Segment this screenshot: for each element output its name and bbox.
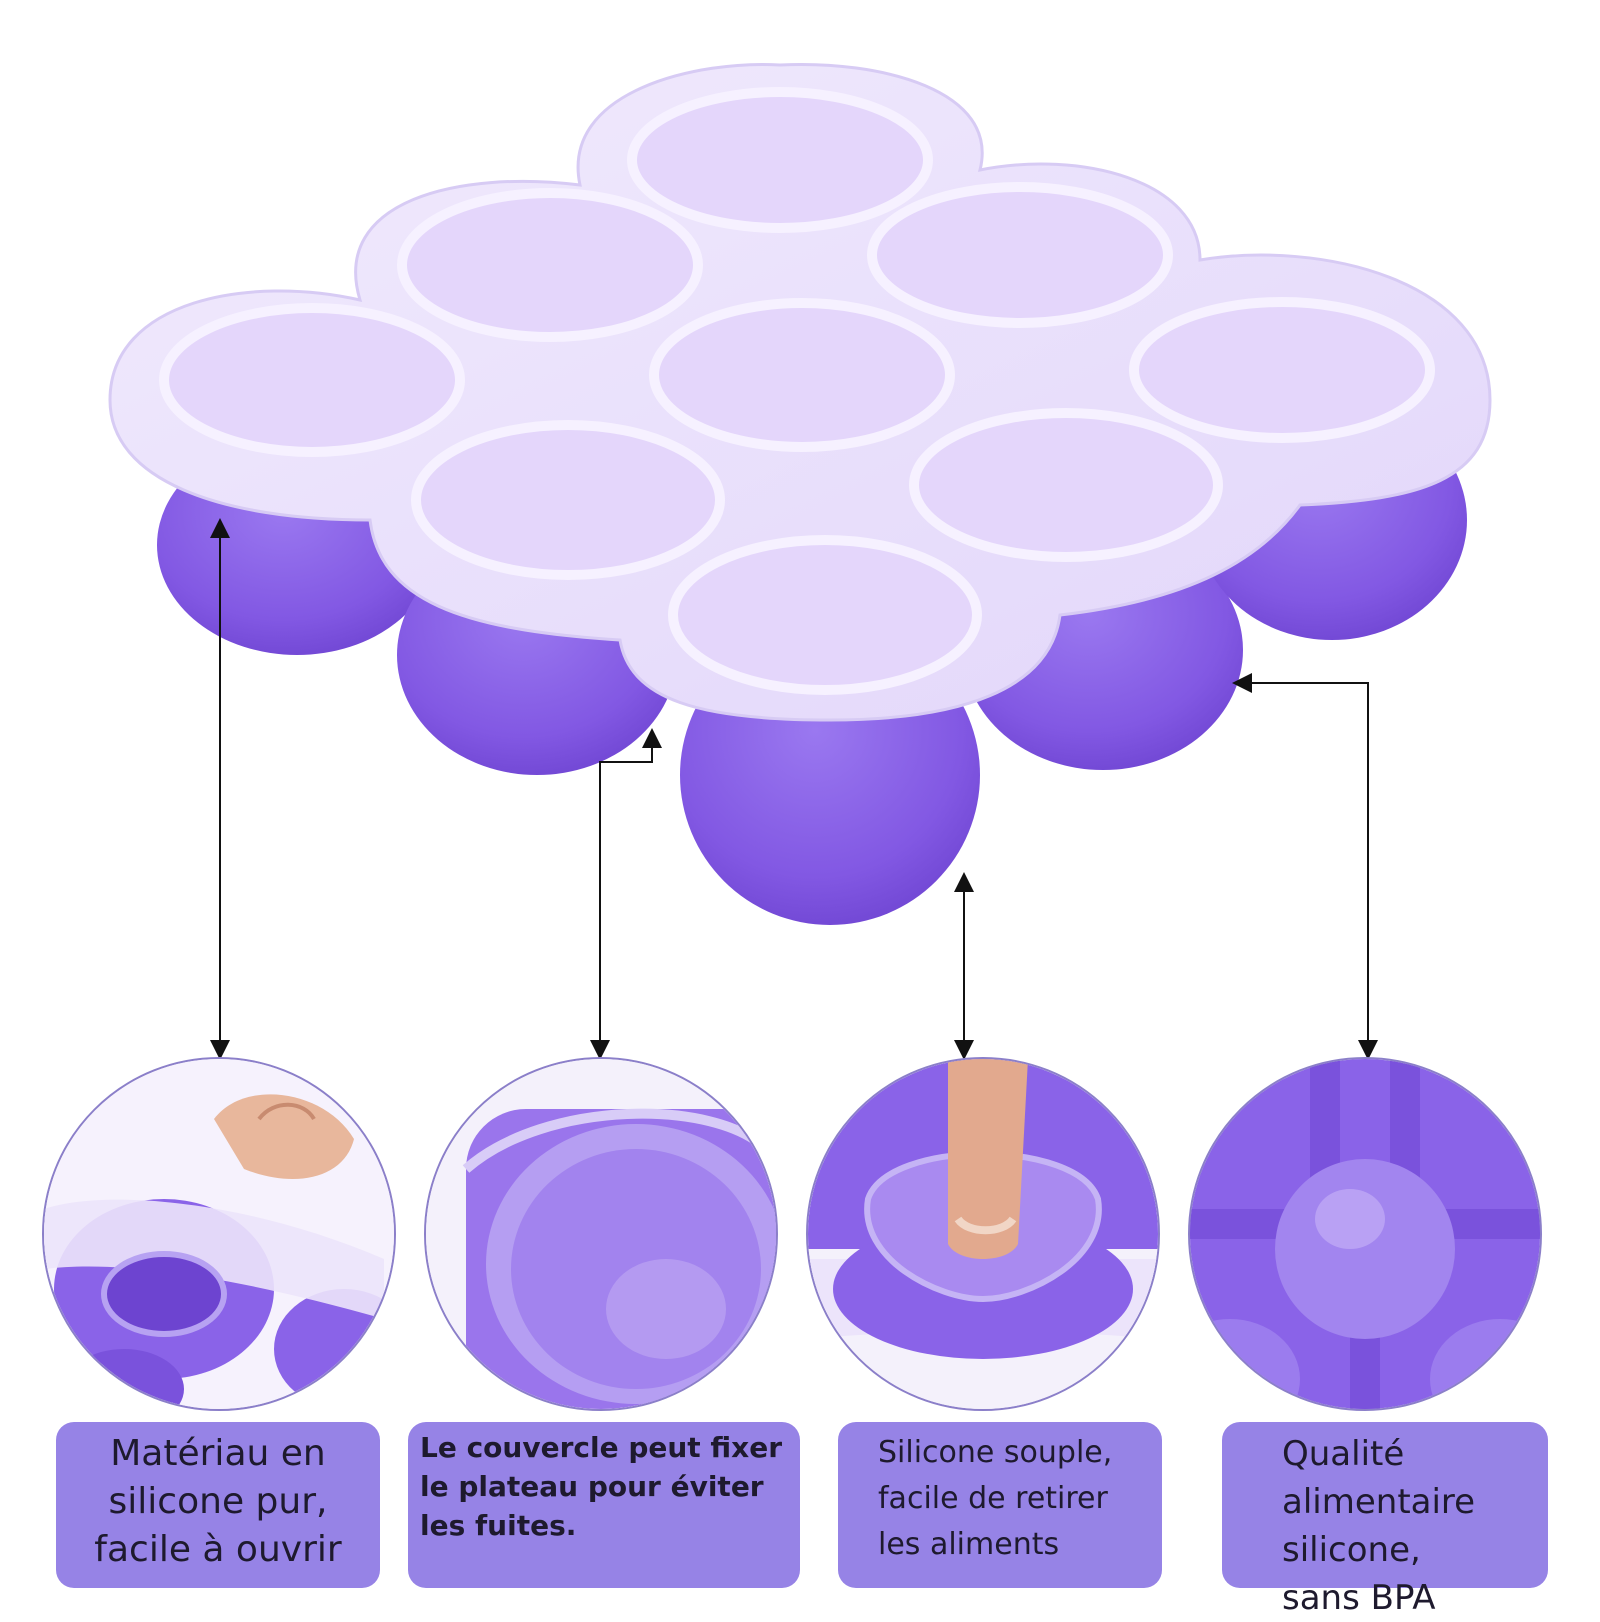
tray-lid (108, 62, 1492, 722)
connector-2 (590, 728, 662, 1060)
finger-pushing-cup-icon (806, 1057, 1160, 1411)
hand-lifting-lid-icon (42, 1057, 396, 1411)
sealed-cup-closeup-icon (424, 1057, 778, 1411)
connector-4 (1232, 673, 1378, 1060)
tray-underside-icon (1188, 1057, 1542, 1411)
